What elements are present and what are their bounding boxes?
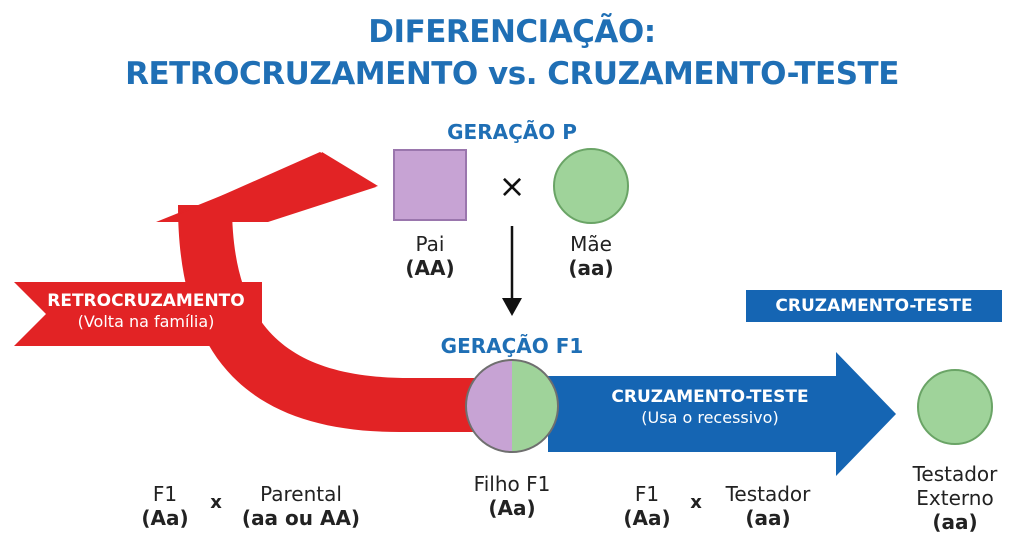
testador-externo-line1: Testador [912, 462, 998, 486]
testador-externo-genotype: (aa) [932, 510, 978, 534]
retrocruzamento-banner-text: RETROCRUZAMENTO (Volta na família) [30, 290, 262, 332]
retro-cross-symbol: x [210, 492, 222, 513]
retro-parental-name: Parental [260, 482, 342, 506]
retrocruzamento-sublabel: (Volta na família) [77, 312, 215, 331]
teste-f1: F1 (Aa) [612, 482, 682, 530]
filho-f1-label: Filho F1 (Aa) [440, 472, 584, 520]
pai-label: Pai (AA) [370, 232, 490, 280]
cross-symbol: × [498, 167, 526, 205]
teste-testador-genotype: (aa) [745, 506, 791, 530]
retro-parental-genotype: (aa ou AA) [241, 506, 361, 530]
geracao-f1-heading: GERAÇÃO F1 [440, 334, 584, 358]
cruzamento-teste-arrow [548, 352, 896, 476]
cruzamento-teste-arrow-text: CRUZAMENTO-TESTE (Usa o recessivo) [580, 386, 840, 428]
retro-f1-name: F1 [152, 482, 178, 506]
mae-circle [553, 148, 629, 224]
retro-parental: Parental (aa ou AA) [226, 482, 376, 530]
retro-f1-genotype: (Aa) [141, 506, 189, 530]
cruzamento-teste-arrow-label: CRUZAMENTO-TESTE [611, 387, 809, 407]
cruzamento-teste-banner: CRUZAMENTO-TESTE [746, 290, 1002, 322]
testador-externo-label: Testador Externo (aa) [888, 462, 1022, 534]
retro-f1: F1 (Aa) [130, 482, 200, 530]
filho-f1-genotype: (Aa) [488, 496, 536, 520]
title-line2: RETROCRUZAMENTO vs. CRUZAMENTO-TESTE [125, 56, 899, 92]
retrocruzamento-label: RETROCRUZAMENTO [47, 291, 245, 311]
testador-circle [917, 369, 993, 445]
teste-cross-symbol: x [690, 492, 702, 513]
teste-f1-name: F1 [634, 482, 660, 506]
pai-genotype: (AA) [405, 256, 455, 280]
filho-f1-circle [465, 359, 559, 453]
mae-label: Mãe (aa) [531, 232, 651, 280]
testador-externo-line2: Externo [916, 486, 994, 510]
teste-f1-genotype: (Aa) [623, 506, 671, 530]
mae-name: Mãe [570, 232, 612, 256]
filho-f1-name: Filho F1 [473, 472, 551, 496]
pai-square [393, 149, 467, 221]
generation-arrow-head [502, 298, 522, 316]
retrocruzamento-arrow-head-top [162, 152, 376, 222]
pai-name: Pai [415, 232, 445, 256]
geracao-p-heading: GERAÇÃO P [447, 120, 577, 144]
retrocruzamento-curved-arrow [178, 205, 490, 432]
cruzamento-teste-arrow-sublabel: (Usa o recessivo) [641, 408, 779, 427]
retrocruzamento-banner [14, 282, 262, 346]
teste-testador-name: Testador [725, 482, 811, 506]
teste-testador: Testador (aa) [708, 482, 828, 530]
mae-genotype: (aa) [568, 256, 614, 280]
title-line1: DIFERENCIAÇÃO: [368, 14, 656, 50]
